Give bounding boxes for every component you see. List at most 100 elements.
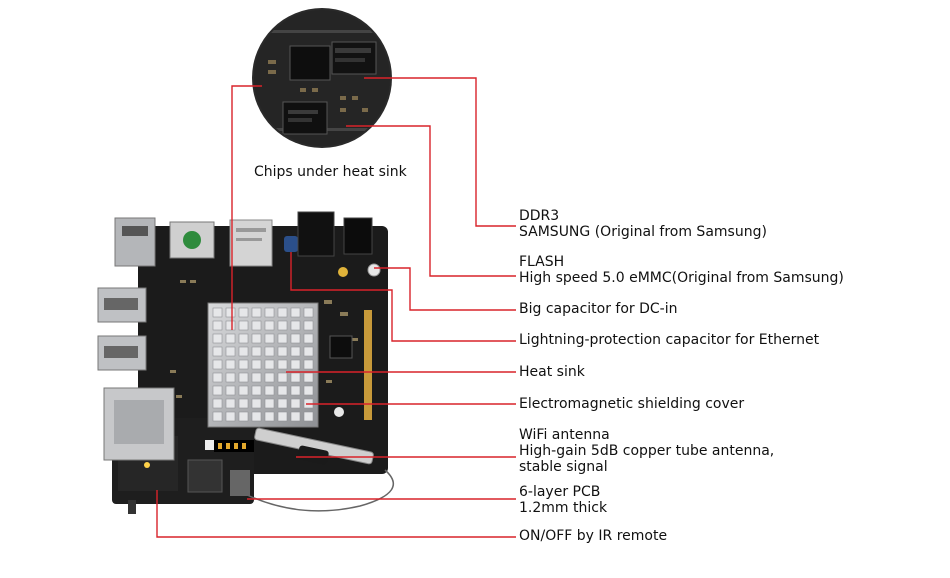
leader-zoom (231, 85, 262, 330)
heat-sink-fin (238, 385, 249, 396)
heat-sink-fin (212, 359, 223, 370)
heat-sink-fin (290, 372, 301, 383)
heat-sink-fin (225, 372, 236, 383)
heat-sink-fin (251, 307, 262, 318)
heat-sink-fin (251, 359, 262, 370)
callout-flash-line-1: FLASH (519, 254, 565, 270)
heat-sink-fin (212, 398, 223, 409)
heat-sink-fin (225, 320, 236, 331)
heat-sink-fin (225, 333, 236, 344)
cpu-chip (289, 45, 331, 81)
callout-pcb: 6-layer PCB 1.2mm thick (519, 484, 607, 516)
heat-sink (207, 302, 319, 428)
heat-sink-fin (212, 411, 223, 422)
heat-sink-fin (212, 307, 223, 318)
leader-ddr3 (364, 77, 516, 227)
callout-wifi-line-3: stable signal (519, 459, 608, 475)
heat-sink-fin (251, 320, 262, 331)
leader-lightning (290, 252, 516, 342)
heat-sink-fin (225, 411, 236, 422)
heat-sink-fin (251, 346, 262, 357)
heat-sink-fin (303, 385, 314, 396)
heat-sink-fin (225, 385, 236, 396)
heat-sink-fin (303, 359, 314, 370)
dc-jack (343, 217, 373, 255)
callout-heatsink: Heat sink (519, 364, 585, 380)
wifi-antenna (244, 427, 395, 512)
heat-sink-fin (212, 333, 223, 344)
heat-sink-fin (225, 307, 236, 318)
heat-sink-fin (264, 346, 275, 357)
usb-port-top (114, 217, 156, 267)
heat-sink-fin (225, 359, 236, 370)
callout-ddr3-line-1: DDR3 (519, 208, 560, 224)
callout-power-line-1: ON/OFF by IR remote (519, 528, 668, 544)
ethernet-capacitor (284, 236, 298, 252)
heat-sink-fin (303, 333, 314, 344)
zoom-circle (252, 8, 392, 148)
callout-shield-line-1: Electromagnetic shielding cover (519, 396, 745, 412)
heat-sink-fin (303, 372, 314, 383)
heat-sink-fin (290, 359, 301, 370)
heat-sink-fin (303, 346, 314, 357)
callout-wifi: WiFi antenna High-gain 5dB copper tube a… (519, 427, 774, 475)
heat-sink-fin (277, 320, 288, 331)
heat-sink-fin (290, 398, 301, 409)
heat-sink-fin (290, 411, 301, 422)
leader-flash (346, 125, 516, 277)
callout-ddr3-line-2: SAMSUNG (Original from Samsung) (519, 224, 767, 240)
heat-sink-fin (238, 320, 249, 331)
callout-heatsink-line-1: Heat sink (519, 364, 585, 380)
heat-sink-fin (251, 398, 262, 409)
heat-sink-fin (290, 333, 301, 344)
heat-sink-fin (238, 359, 249, 370)
callout-power: ON/OFF by IR remote (519, 528, 667, 544)
heat-sink-fin (212, 346, 223, 357)
heat-sink-fins (212, 307, 314, 422)
heat-sink-fin (277, 398, 288, 409)
main-board (97, 211, 388, 514)
callout-capacitor: Big capacitor for DC-in (519, 301, 678, 317)
callout-wifi-line-2: High-gain 5dB copper tube antenna, (519, 443, 775, 459)
leader-lines (156, 77, 516, 538)
leader-capacitor (374, 267, 516, 311)
heat-sink-fin (264, 333, 275, 344)
heat-sink-fin (238, 346, 249, 357)
heat-sink-fin (264, 320, 275, 331)
heat-sink-fin (277, 346, 288, 357)
callout-pcb-line-1: 6-layer PCB (519, 484, 601, 500)
heat-sink-fin (251, 411, 262, 422)
heat-sink-fin (225, 398, 236, 409)
callout-lightning-line-1: Lightning-protection capacitor for Ether… (519, 332, 820, 348)
heat-sink-fin (251, 372, 262, 383)
heat-sink-fin (303, 320, 314, 331)
heat-sink-fin (238, 307, 249, 318)
heat-sink-fin (264, 372, 275, 383)
heat-sink-fin (277, 372, 288, 383)
heat-sink-fin (303, 411, 314, 422)
audio-jack (297, 211, 335, 257)
callout-flash-line-2: High speed 5.0 eMMC(Original from Samsun… (519, 270, 844, 286)
leader-power (156, 490, 516, 538)
heat-sink-fin (264, 307, 275, 318)
callout-lightning: Lightning-protection capacitor for Ether… (519, 332, 819, 348)
heat-sink-fin (290, 307, 301, 318)
callout-wifi-line-1: WiFi antenna (519, 427, 610, 443)
heat-sink-fin (238, 398, 249, 409)
heat-sink-fin (290, 346, 301, 357)
big-capacitor (367, 263, 381, 277)
heat-sink-fin (238, 333, 249, 344)
heat-sink-fin (277, 307, 288, 318)
heat-sink-fin (238, 372, 249, 383)
callout-capacitor-line-1: Big capacitor for DC-in (519, 301, 678, 317)
heat-sink-fin (212, 320, 223, 331)
heat-sink-fin (251, 385, 262, 396)
heat-sink-fin (303, 307, 314, 318)
heat-sink-fin (225, 346, 236, 357)
heat-sink-fin (264, 411, 275, 422)
heat-sink-fin (277, 385, 288, 396)
heat-sink-fin (264, 385, 275, 396)
heat-sink-fin (264, 398, 275, 409)
heat-sink-fin (277, 411, 288, 422)
